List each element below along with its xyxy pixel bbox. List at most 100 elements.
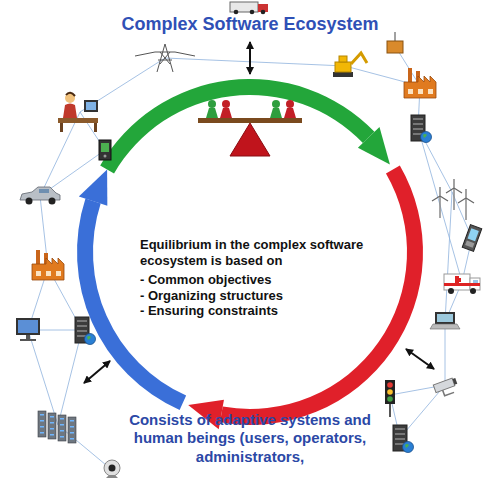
data-center-icon-part xyxy=(40,432,44,434)
webcam-icon-part xyxy=(106,475,118,478)
server-icon-part xyxy=(403,442,414,453)
balance-scale-part xyxy=(208,100,216,108)
mobile-phone-icon-part xyxy=(465,240,474,247)
factory-icon-part xyxy=(418,89,423,94)
factory-icon-part xyxy=(56,271,61,276)
server-icon-part xyxy=(423,134,427,138)
factory-icon-part xyxy=(408,89,413,94)
balance-scale-part xyxy=(270,108,282,118)
double-arrows-part xyxy=(249,42,251,74)
balance-scale xyxy=(198,100,302,156)
server-icon-part xyxy=(395,438,405,440)
person-at-desk-icon-part xyxy=(60,123,63,132)
server-icon-part xyxy=(85,334,96,345)
balance-scale-part xyxy=(198,118,302,123)
factory-icon-part xyxy=(32,258,64,280)
factory-icon-part xyxy=(36,271,41,276)
balance-scale-part xyxy=(230,123,270,156)
traffic-light-icon xyxy=(385,380,395,417)
data-center-icon-part xyxy=(70,432,74,434)
mobile-phone-icon-part xyxy=(468,228,479,241)
data-center-icon-part xyxy=(60,418,64,420)
data-center-icon-part xyxy=(50,422,54,424)
laptop-icon-part xyxy=(437,314,453,322)
surveillance-camera-icon-part xyxy=(433,378,455,392)
data-center-icon-part xyxy=(40,414,44,416)
network-lines xyxy=(28,46,472,470)
double-arrows-part xyxy=(84,361,110,383)
computer-icon xyxy=(16,318,40,341)
data-center-icon-part xyxy=(70,420,74,422)
car-icon-part xyxy=(39,189,49,193)
computer-icon-part xyxy=(20,339,36,341)
server-icon-part xyxy=(395,433,405,435)
data-center-icon xyxy=(38,411,76,443)
car-icon-part xyxy=(49,198,56,205)
truck-icon-part xyxy=(230,2,258,12)
pda-icon-part xyxy=(101,143,109,152)
network-lines-part xyxy=(418,128,452,192)
balance-scale-part xyxy=(272,100,280,108)
text-slot: Consists of adaptive systems and human b… xyxy=(115,411,385,466)
wind-turbines-icon-part xyxy=(446,179,462,193)
excavator-icon xyxy=(333,53,367,77)
server-icon-part xyxy=(77,320,87,322)
network-lines-part xyxy=(40,196,48,268)
truck-icon-part xyxy=(234,10,239,15)
ambulance-icon xyxy=(444,274,480,294)
data-center-icon-part xyxy=(50,434,54,436)
wind-turbines-icon xyxy=(432,179,474,220)
balance-scale-part xyxy=(284,108,296,118)
truck-icon-part xyxy=(250,10,255,15)
balance-scale-part xyxy=(222,100,230,108)
cycle-ring xyxy=(77,79,423,429)
core-heading: Equilibrium in the complex software ecos… xyxy=(140,237,372,269)
equilibrium-circle: Equilibrium in the complex software ecos… xyxy=(78,80,422,424)
crane-load-icon-part xyxy=(387,41,403,53)
laptop-icon-part xyxy=(430,324,460,329)
cycle-ring-part xyxy=(79,170,108,206)
server-icon-part xyxy=(405,444,409,448)
list-item: - Ensuring constraints xyxy=(140,303,372,319)
factory-icon-part xyxy=(46,271,51,276)
person-at-desk-icon-part xyxy=(84,100,98,112)
wind-turbines-icon-part xyxy=(432,187,448,201)
computer-icon-part xyxy=(26,335,30,339)
truck-icon xyxy=(230,2,268,14)
cycle-ring-part xyxy=(100,79,374,173)
surveillance-camera-icon-part xyxy=(443,387,454,396)
traffic-light-icon-part xyxy=(387,389,393,395)
webcam-icon-part xyxy=(109,465,116,472)
person-at-desk-icon-part xyxy=(58,118,98,123)
factory-icon xyxy=(404,68,436,98)
network-lines-part xyxy=(165,58,345,66)
data-center-icon-part xyxy=(50,428,54,430)
server-icon-part xyxy=(413,123,423,125)
power-pylon-icon xyxy=(135,44,195,72)
person-at-desk-icon-part xyxy=(94,123,97,132)
pda-icon xyxy=(99,140,111,160)
text-slot: Equilibrium in the complex software ecos… xyxy=(140,237,372,319)
person-at-desk-icon-part xyxy=(65,93,75,103)
data-center-icon-part xyxy=(48,413,56,439)
server-icon-part xyxy=(395,428,405,430)
node-outline-shape xyxy=(93,95,407,409)
network-lines-part xyxy=(80,58,165,112)
data-center-icon-part xyxy=(50,416,54,418)
webcam-icon xyxy=(104,460,120,478)
data-center-icon-part xyxy=(40,420,44,422)
network-lines-part xyxy=(58,330,82,425)
data-center-icon-part xyxy=(60,424,64,426)
factory-icon-part xyxy=(428,89,433,94)
cycle-ring-part xyxy=(358,127,390,165)
ambulance-icon-part xyxy=(470,288,476,294)
network-lines-part xyxy=(418,128,462,282)
data-center-icon-part xyxy=(70,438,74,440)
person-at-desk-icon-part xyxy=(63,104,77,119)
truck-icon-part xyxy=(261,10,266,15)
factory-icon xyxy=(32,250,64,280)
data-center-icon-part xyxy=(60,436,64,438)
network-lines-part xyxy=(445,322,446,385)
data-center-icon-part xyxy=(58,415,66,441)
